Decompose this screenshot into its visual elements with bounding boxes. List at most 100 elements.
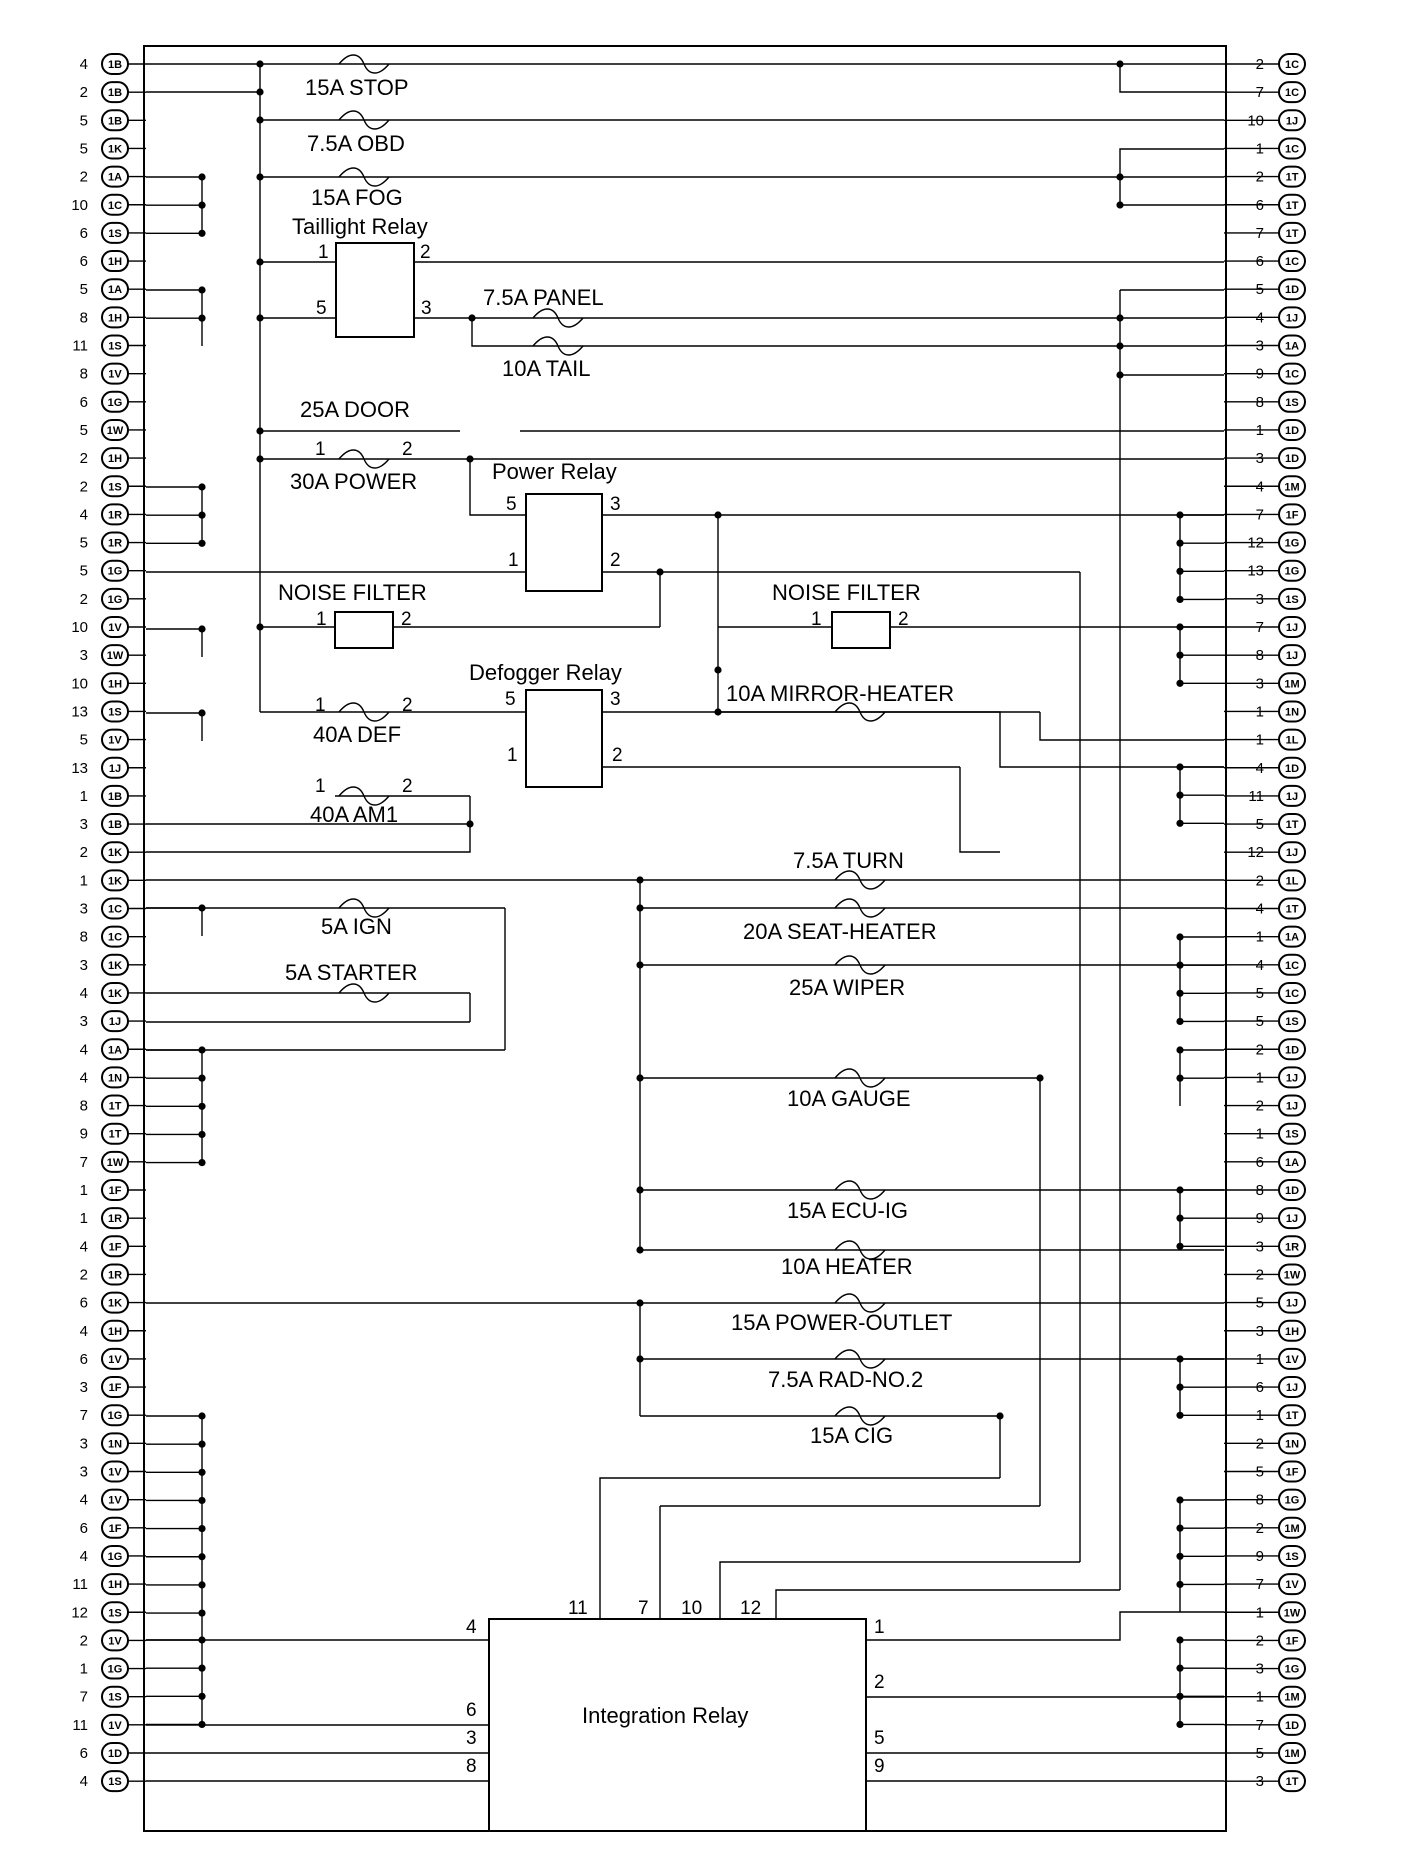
svg-text:1F: 1F (109, 1523, 122, 1535)
svg-text:1K: 1K (108, 875, 122, 887)
svg-text:3: 3 (80, 1379, 88, 1396)
svg-text:1H: 1H (108, 1326, 122, 1338)
svg-text:1D: 1D (1285, 1044, 1299, 1056)
left-connector-pin: 11 1S (72, 334, 129, 357)
svg-text:1L: 1L (1286, 735, 1299, 747)
svg-text:1T: 1T (1286, 1776, 1299, 1788)
svg-text:5: 5 (80, 563, 88, 580)
svg-text:1C: 1C (1285, 87, 1299, 99)
svg-text:1R: 1R (1285, 1241, 1299, 1253)
svg-text:3: 3 (610, 689, 621, 710)
svg-text:1C: 1C (108, 904, 122, 916)
power-fuse-pin-2: 2 (402, 439, 413, 460)
svg-text:6: 6 (466, 1700, 477, 1721)
svg-text:1W: 1W (107, 425, 124, 437)
fuse-label-door: 25A DOOR (300, 397, 410, 422)
svg-text:1V: 1V (108, 622, 122, 634)
svg-text:1D: 1D (1285, 425, 1299, 437)
svg-text:1A: 1A (108, 1044, 122, 1056)
svg-text:1J: 1J (1286, 1213, 1298, 1225)
svg-text:5: 5 (80, 422, 88, 439)
svg-text:1: 1 (80, 788, 88, 805)
svg-text:1B: 1B (108, 791, 122, 803)
svg-text:6: 6 (80, 225, 88, 242)
svg-text:4: 4 (80, 506, 88, 523)
svg-text:11: 11 (72, 1576, 88, 1593)
taillight-relay: 1 2 5 3 (316, 242, 432, 338)
svg-text:1M: 1M (1284, 1523, 1299, 1535)
fuse-symbols (338, 54, 886, 1426)
svg-text:1: 1 (80, 1210, 88, 1227)
svg-text:2: 2 (420, 242, 431, 263)
svg-text:1L: 1L (1286, 875, 1299, 887)
svg-text:1B: 1B (108, 59, 122, 71)
svg-text:1: 1 (318, 242, 329, 263)
svg-text:1T: 1T (1286, 819, 1299, 831)
svg-text:1S: 1S (108, 341, 121, 353)
svg-text:1T: 1T (109, 1101, 122, 1113)
svg-text:1S: 1S (108, 1776, 121, 1788)
svg-text:1G: 1G (1285, 1664, 1300, 1676)
fuse-label-stop: 15A STOP (305, 75, 409, 100)
svg-text:1T: 1T (1286, 904, 1299, 916)
def-fuse-pin-2: 2 (402, 695, 413, 716)
svg-text:11: 11 (72, 1717, 88, 1734)
svg-text:1H: 1H (108, 312, 122, 324)
svg-text:1J: 1J (109, 1016, 121, 1028)
svg-text:4: 4 (80, 1492, 88, 1509)
svg-text:1G: 1G (1285, 538, 1300, 550)
def-fuse-pin-1: 1 (315, 695, 326, 716)
svg-text:11: 11 (72, 338, 88, 355)
fuse-label-cig: 15A CIG (810, 1423, 893, 1448)
svg-text:9: 9 (874, 1756, 885, 1777)
svg-text:5: 5 (505, 689, 516, 710)
svg-text:1H: 1H (108, 1579, 122, 1591)
svg-text:1T: 1T (1286, 172, 1299, 184)
svg-text:1: 1 (507, 745, 518, 766)
svg-text:3: 3 (80, 957, 88, 974)
fuse-label-rad-no2: 7.5A RAD-NO.2 (768, 1367, 923, 1392)
svg-text:1D: 1D (1285, 763, 1299, 775)
fuse-label-starter: 5A STARTER (285, 960, 417, 985)
svg-text:1G: 1G (108, 397, 123, 409)
svg-text:2: 2 (898, 609, 909, 630)
fuse-label-am1: 40A AM1 (310, 802, 398, 827)
svg-text:1H: 1H (108, 256, 122, 268)
svg-text:1J: 1J (1286, 1298, 1298, 1310)
fuse-label-power: 30A POWER (290, 469, 417, 494)
svg-text:5: 5 (80, 732, 88, 749)
power-fuse-pin-1: 1 (315, 439, 326, 460)
power-relay: 5 3 1 2 (506, 493, 621, 592)
left-connector-pin: 5 1W (80, 418, 129, 441)
svg-text:2: 2 (874, 1672, 885, 1693)
fuse-label-ign: 5A IGN (321, 914, 392, 939)
svg-text:4: 4 (80, 1069, 88, 1086)
svg-text:1R: 1R (108, 538, 122, 550)
left-connector-pin: 11 1H (72, 1573, 129, 1596)
svg-text:8: 8 (80, 929, 88, 946)
svg-text:1J: 1J (109, 763, 121, 775)
svg-text:4: 4 (80, 56, 88, 73)
svg-text:10: 10 (71, 675, 88, 692)
svg-text:7: 7 (80, 1154, 88, 1171)
svg-text:1R: 1R (108, 1269, 122, 1281)
svg-text:6: 6 (80, 1520, 88, 1537)
